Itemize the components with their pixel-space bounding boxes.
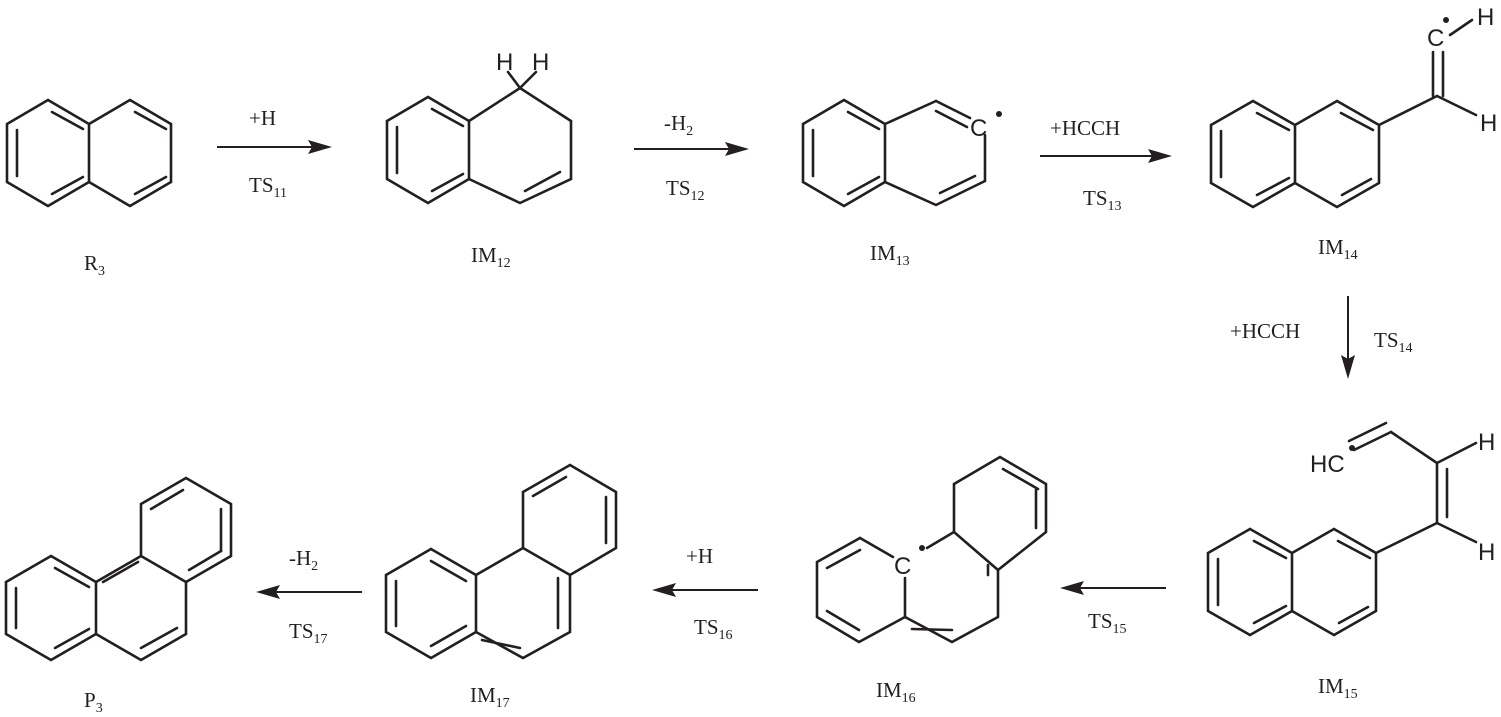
reagent-step-3: +HCCH: [1050, 116, 1120, 140]
radical-dot-im13: [996, 111, 1002, 117]
label-im13: IM13: [870, 241, 910, 269]
atom-h-im12-b: H: [532, 49, 549, 76]
arrow-step-7: [256, 585, 362, 599]
ts-step-6: TS16: [694, 615, 733, 643]
ts-step-2: TS12: [666, 176, 705, 204]
label-im17: IM17: [470, 683, 510, 711]
atom-hc-radical-im15: HC: [1310, 451, 1345, 478]
atom-h-im12-a: H: [496, 49, 513, 76]
reagent-step-6: +H: [686, 544, 713, 568]
atom-h-im15-a: H: [1478, 429, 1495, 456]
ts-step-1: TS11: [249, 173, 287, 201]
molecule-r3: [5, 98, 173, 208]
label-im14: IM14: [1318, 235, 1358, 263]
atom-h-im14-a: H: [1477, 4, 1494, 31]
label-im15: IM15: [1318, 674, 1358, 702]
atom-c-radical-im16: C: [894, 553, 911, 580]
reagent-step-7: -H2: [289, 546, 318, 574]
ts-step-4: TS14: [1374, 328, 1413, 356]
molecule-im14: [1209, 18, 1478, 209]
arrow-step-6: [652, 583, 758, 597]
radical-dot-im15: [1349, 445, 1355, 451]
ts-step-7: TS17: [289, 619, 328, 647]
molecule-im12: [385, 70, 573, 205]
arrow-step-2: [634, 142, 749, 156]
arrow-step-3: [1040, 149, 1172, 163]
reagent-step-1: +H: [249, 106, 276, 130]
atom-c-radical-im13: C: [970, 115, 987, 142]
molecule-im13: [801, 98, 987, 208]
molecule-im16: [815, 455, 1048, 644]
arrow-step-1: [217, 140, 332, 154]
label-p3: P3: [84, 688, 103, 716]
radical-dot-im14: [1443, 17, 1449, 23]
reagent-step-4: +HCCH: [1230, 319, 1300, 343]
atom-c-radical-im14: C: [1427, 25, 1444, 52]
reagent-step-2: -H2: [664, 111, 693, 139]
ts-step-3: TS13: [1083, 186, 1122, 214]
atom-h-im14-b: H: [1480, 110, 1497, 137]
molecule-im15: [1206, 421, 1478, 637]
label-im16: IM16: [876, 678, 916, 706]
ts-step-5: TS15: [1088, 609, 1127, 637]
atom-h-im15-b: H: [1478, 539, 1495, 566]
molecule-p3: [4, 476, 233, 662]
radical-dot-im16: [919, 545, 925, 551]
label-im12: IM12: [471, 243, 511, 271]
molecule-im17: [384, 463, 618, 660]
arrow-step-4: [1341, 296, 1355, 379]
arrow-step-5: [1060, 581, 1166, 595]
label-r3: R3: [84, 251, 105, 279]
